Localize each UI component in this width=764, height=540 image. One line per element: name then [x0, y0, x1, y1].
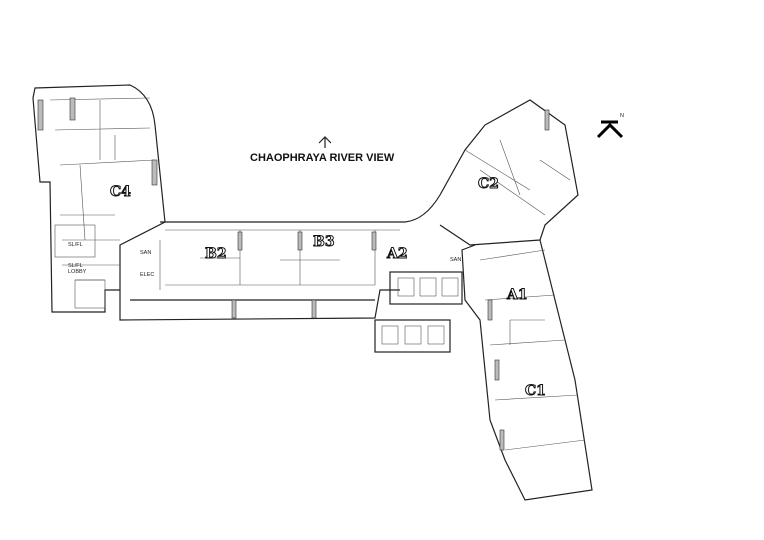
river-view-arrow-icon [318, 136, 332, 148]
lift-box [54, 224, 96, 258]
lift-core-lower [374, 319, 451, 353]
north-arrow-icon: N [596, 113, 624, 139]
river-view-title: CHAOPHRAYA RIVER VIEW [250, 152, 395, 164]
room-label-lobby-1: SL/FL [68, 263, 83, 269]
unit-label-b2: B2 [205, 246, 227, 262]
unit-label-c4: C4 [110, 184, 131, 200]
wing-a1-c1-outline [461, 239, 593, 501]
room-label-elec: ELEC [140, 272, 154, 278]
unit-label-c1: C1 [525, 383, 546, 399]
central-corridor [119, 124, 486, 321]
wing-c4-outline [32, 84, 166, 313]
unit-label-b3: B3 [313, 234, 335, 250]
wall-hatch [297, 231, 303, 251]
wall-hatch [311, 299, 317, 319]
wall-hatch [371, 231, 377, 251]
wall-hatch [237, 231, 243, 251]
lift-core-upper [389, 271, 463, 305]
wall-hatch [494, 359, 500, 381]
unit-label-a2: A2 [386, 246, 408, 262]
wall-hatch [37, 99, 44, 131]
corridor-units [159, 229, 400, 290]
unit-label-c2: C2 [478, 176, 499, 192]
room-label-sl-fl: SL/FL [68, 242, 83, 248]
room-label-san-left: SAN [140, 250, 151, 256]
wall-hatch [544, 109, 550, 131]
wall-hatch [69, 97, 76, 121]
unit-label-a1: A1 [506, 287, 528, 303]
wall-hatch [487, 299, 493, 321]
room-label-san-right: SAN [450, 257, 461, 263]
svg-text:N: N [620, 113, 624, 119]
wall-hatch [499, 429, 505, 451]
wall-hatch [231, 299, 237, 319]
stair [74, 279, 106, 309]
wall-hatch [151, 159, 158, 186]
wing-c2-outline [439, 99, 579, 246]
room-label-lobby-2: LOBBY [68, 269, 87, 275]
